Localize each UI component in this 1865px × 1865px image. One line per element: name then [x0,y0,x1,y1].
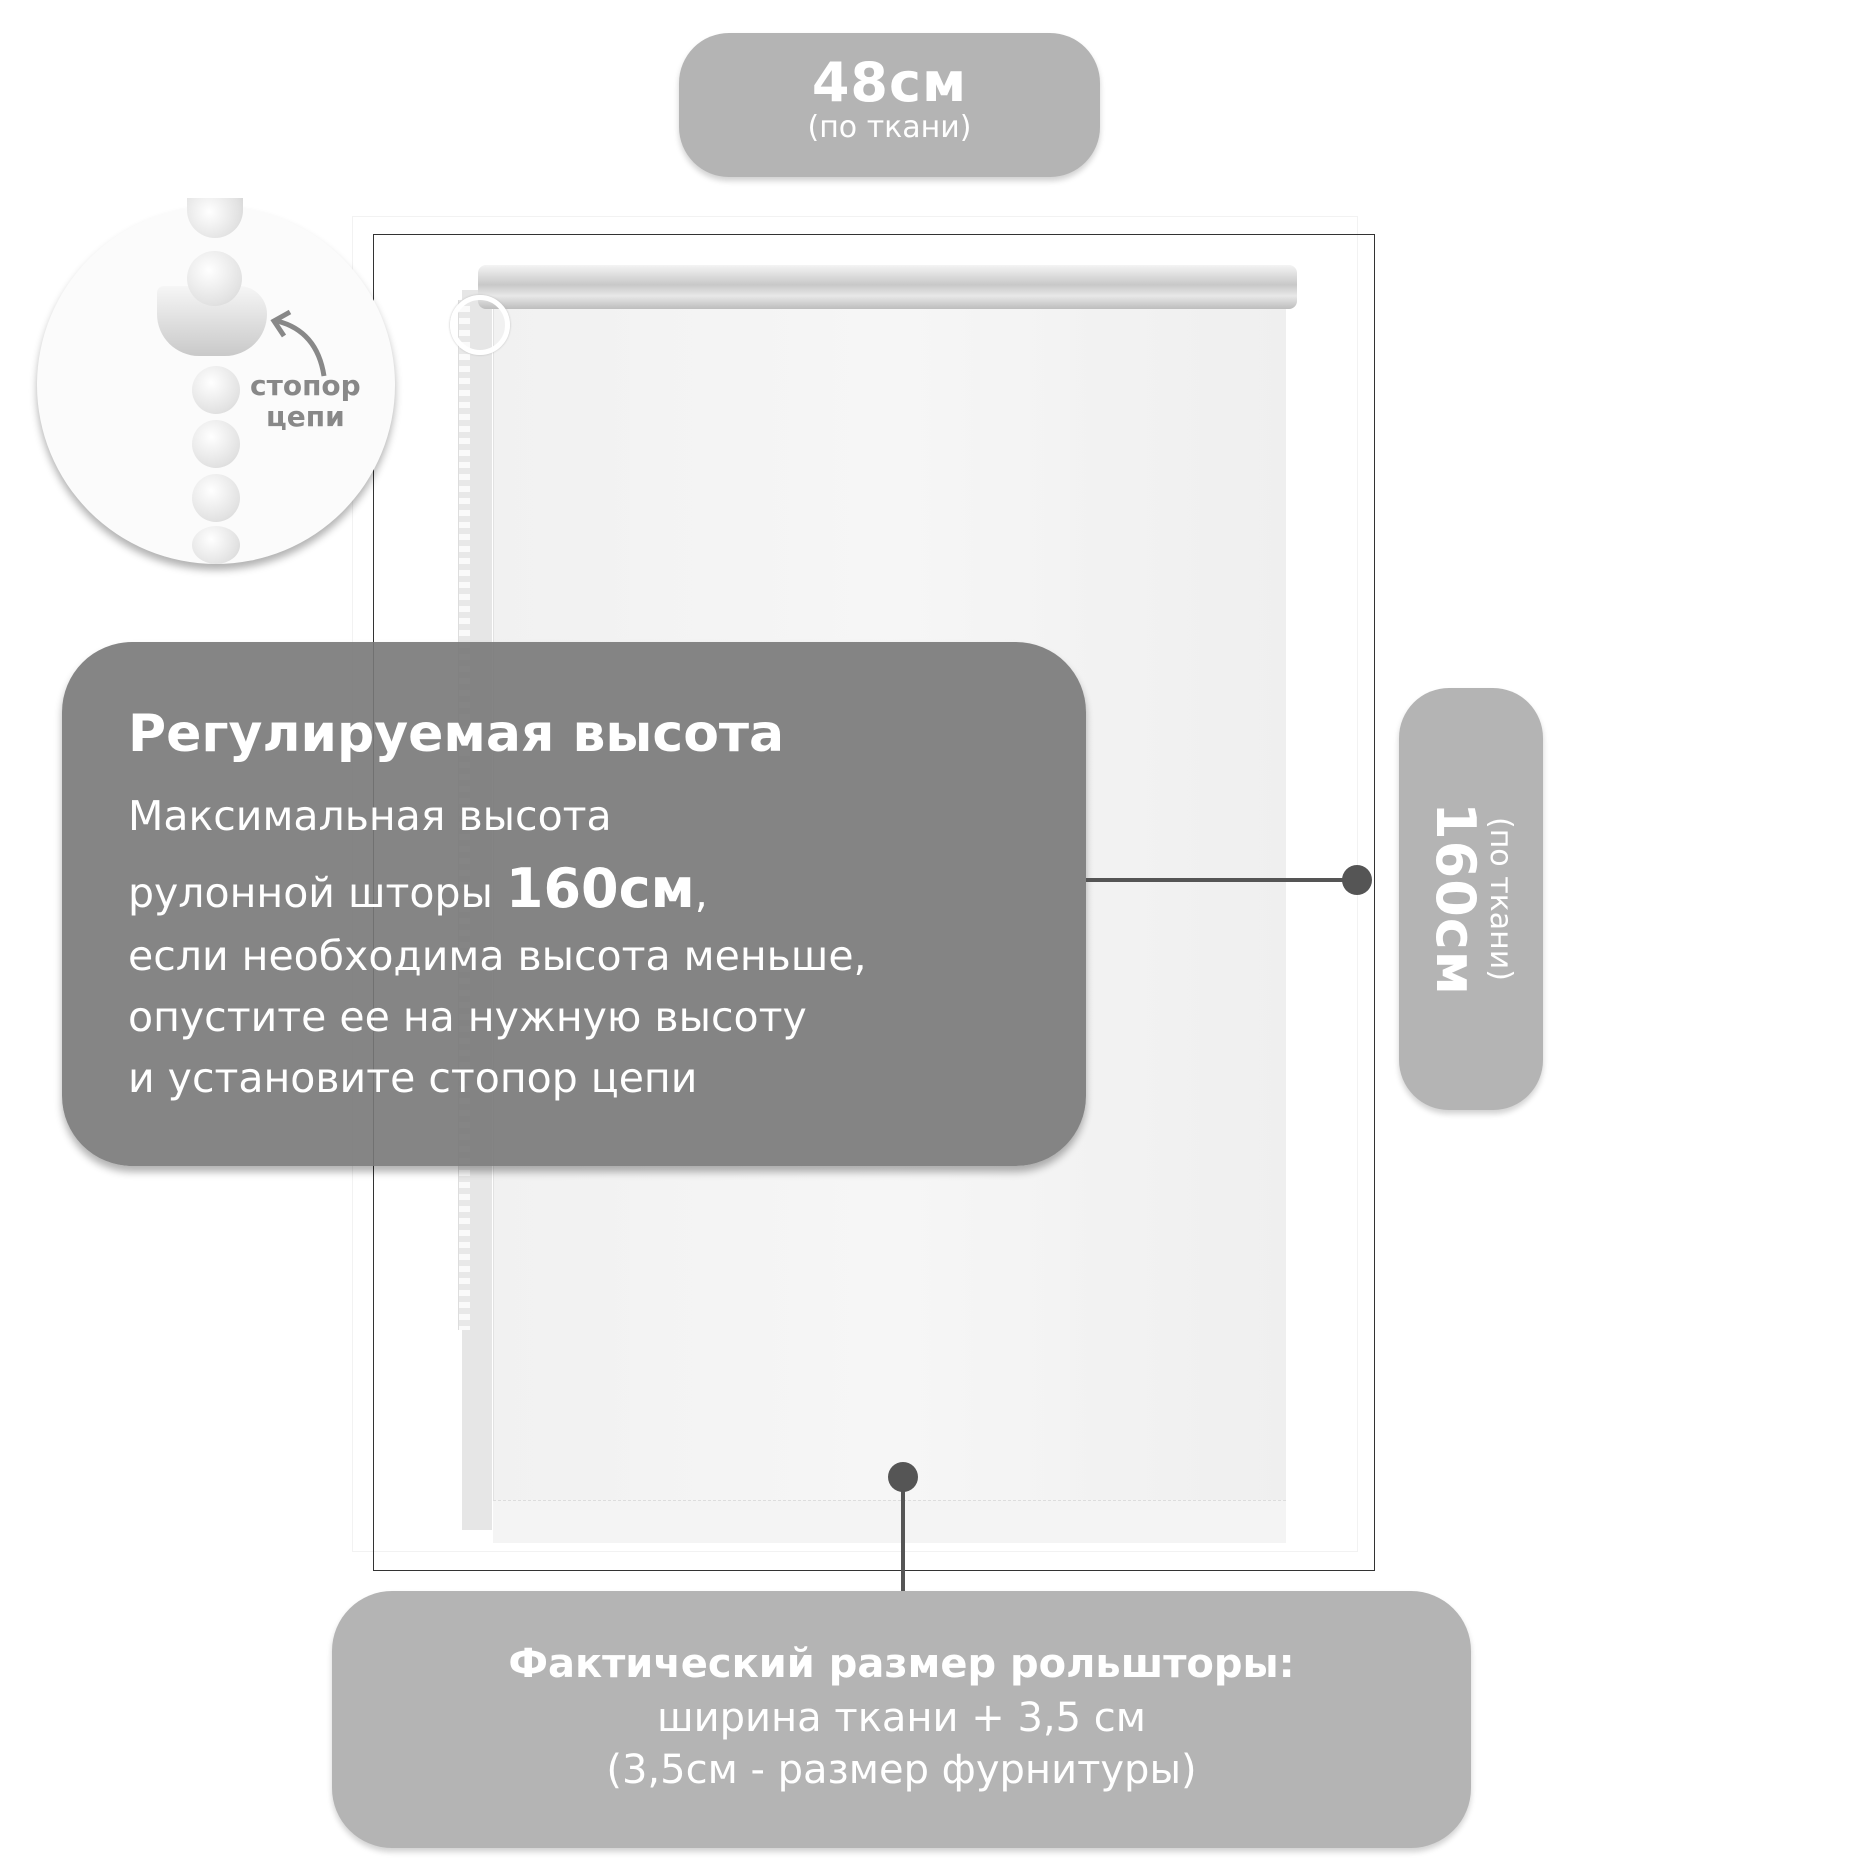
stopper-label-line2: цепи [265,400,345,433]
chain-stopper-closeup [37,198,395,564]
height-connector-line [1086,878,1357,882]
blind-bottom-bar [493,1500,1286,1543]
height-badge: 160см (по ткани) [1399,688,1543,1110]
zoom-ring-icon [450,295,510,355]
bead [192,366,240,414]
actual-size-line2: (3,5см - размер фурнитуры) [606,1747,1197,1793]
info-line: и установите стопор цепи [128,1054,698,1102]
info-line: Максимальная высота [128,792,612,840]
bottom-connector-line [901,1477,905,1591]
max-height-value: 160см [505,857,695,920]
blind-roller [478,265,1297,309]
bottom-connector-dot [888,1462,918,1492]
info-title: Регулируемая высота [128,704,785,764]
adjustable-height-info: Регулируемая высота Максимальная высота … [62,642,1086,1166]
actual-size-title: Фактический размер рольшторы: [508,1641,1295,1687]
bead [192,526,240,564]
bead [192,420,240,468]
width-value: 48см [811,51,968,114]
height-value: 160см [1424,802,1487,996]
width-badge: 48см (по ткани) [679,33,1100,177]
info-text: рулонной шторы [128,869,506,917]
height-note: (по ткани) [1483,816,1518,981]
bead [192,474,240,522]
chain-stopper-label: стопор цепи [250,370,361,432]
arrow-icon [270,309,327,377]
stopper-cap [187,198,243,238]
height-connector-dot [1342,865,1372,895]
info-text: , [694,869,708,917]
info-line: если необходима высота меньше, [128,932,867,980]
width-note: (по ткани) [807,110,972,145]
info-line: опустите ее на нужную высоту [128,993,807,1041]
info-line: рулонной шторы 160см, [128,857,708,920]
stopper-label-line1: стопор [250,369,361,402]
actual-size-line1: ширина ткани + 3,5 см [657,1695,1146,1741]
actual-size-badge: Фактический размер рольшторы: ширина тка… [332,1591,1471,1848]
bead [187,251,242,306]
